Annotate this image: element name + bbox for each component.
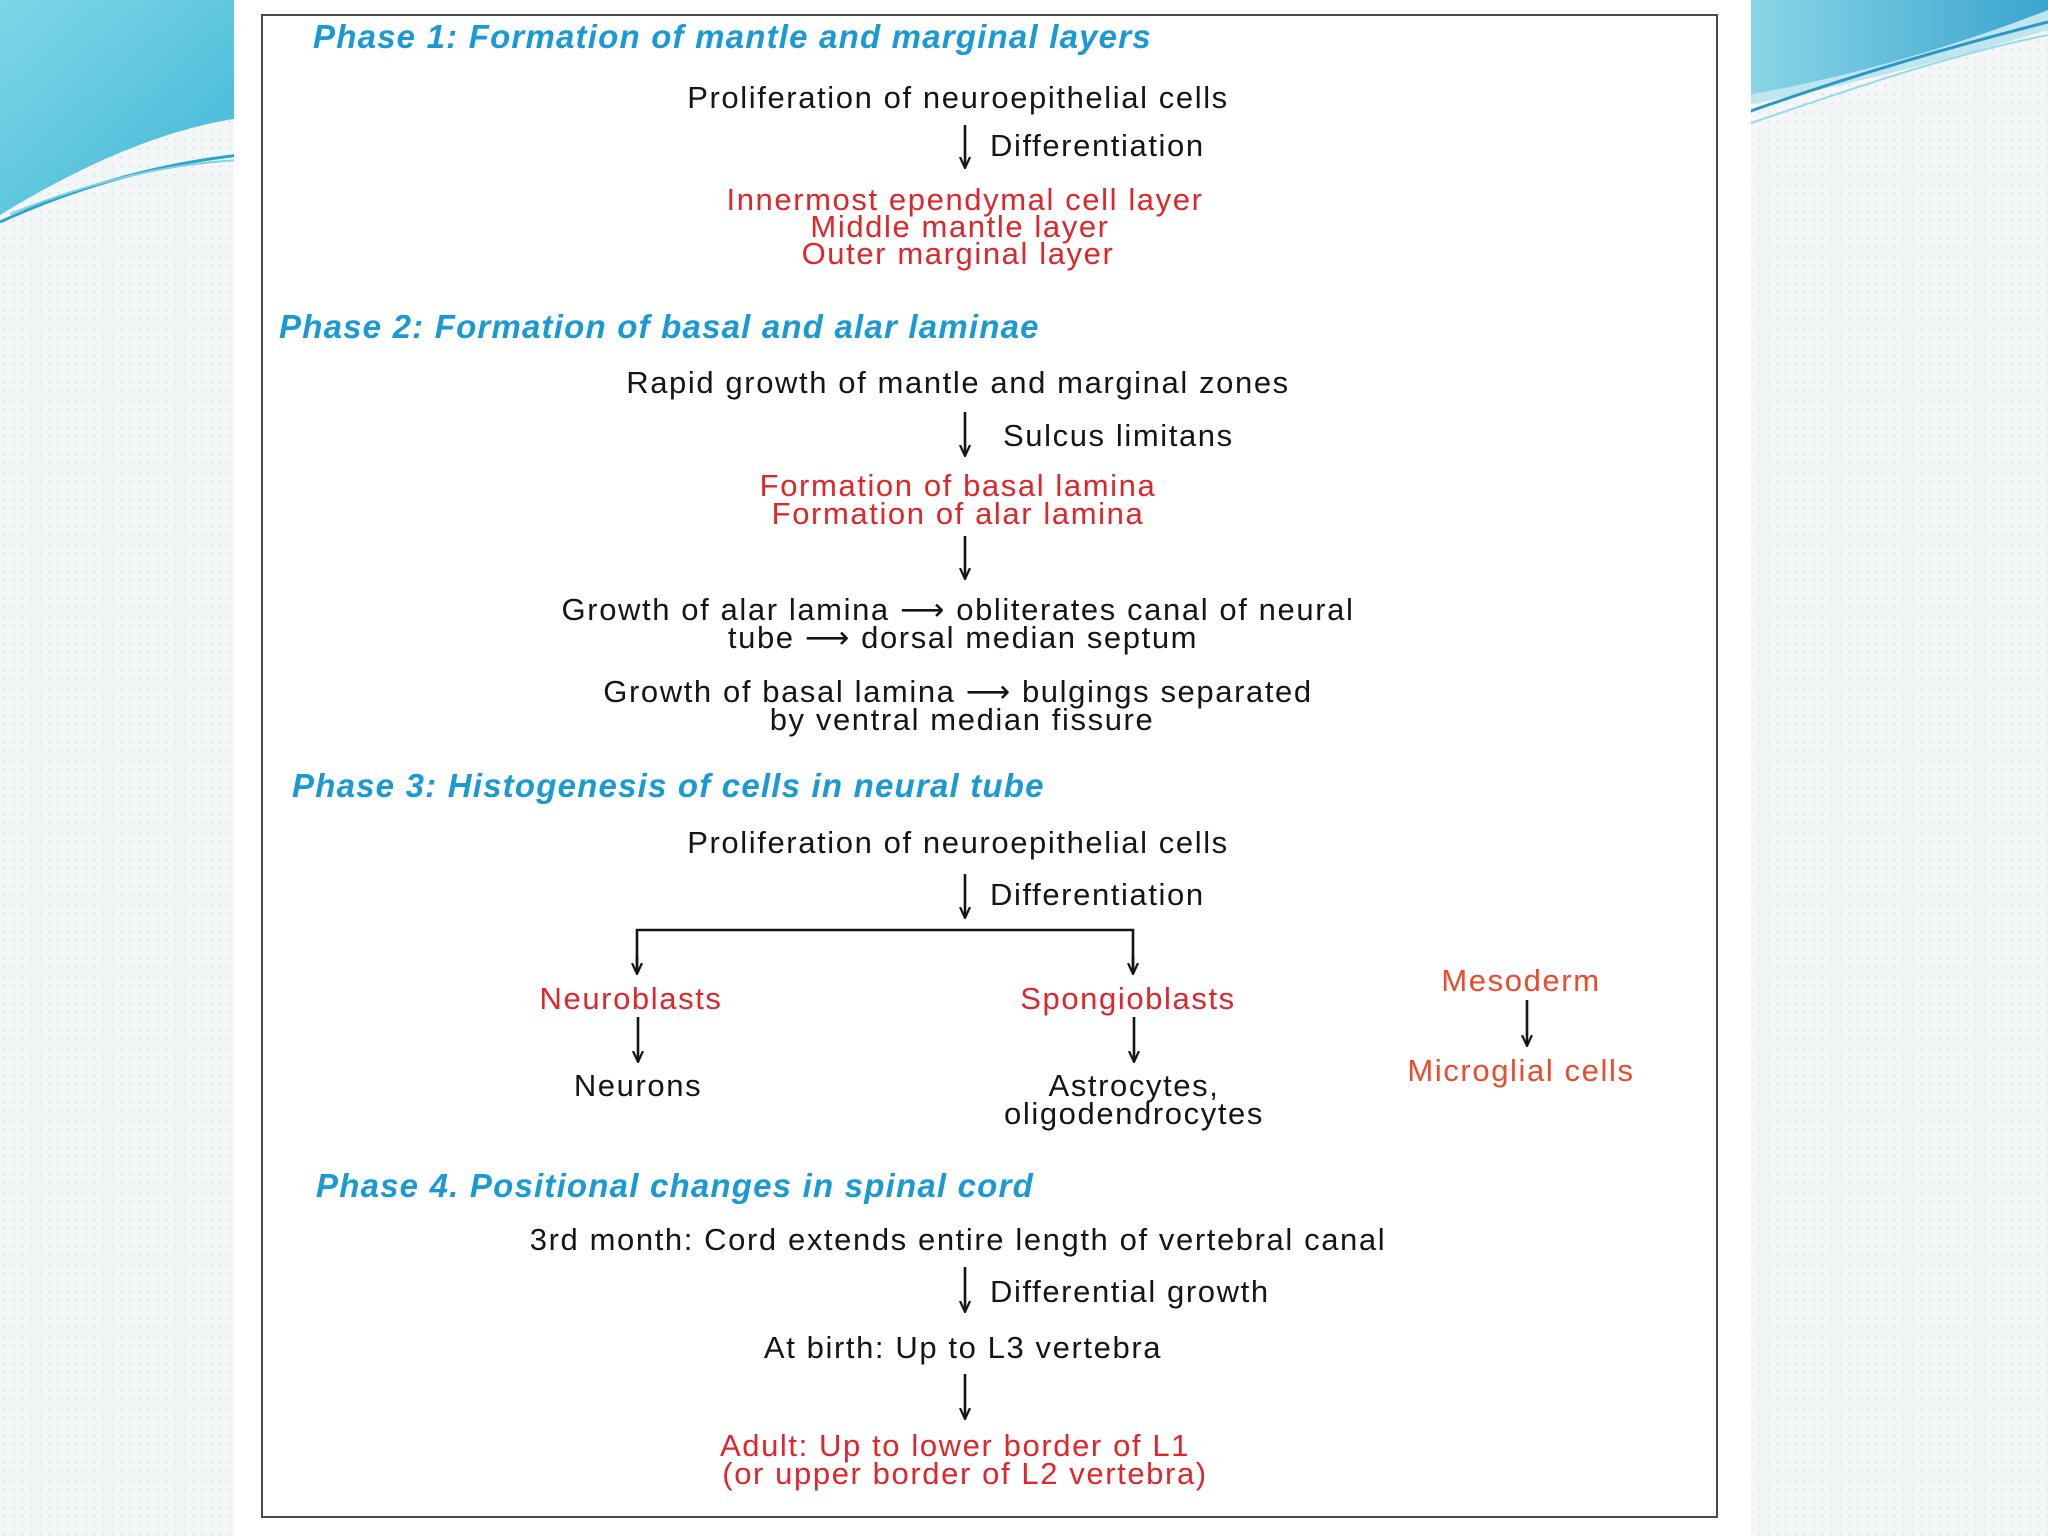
phase3-spongioblasts: Spongioblasts [1020, 981, 1236, 1016]
branch-connector-phase3 [635, 928, 1135, 972]
phase3-neurons: Neurons [573, 1068, 703, 1103]
phase3-neuroblasts: Neuroblasts [539, 981, 723, 1016]
decorative-swoosh-right [1748, 0, 2048, 125]
phase4-arrow-label: Differential growth [990, 1274, 1270, 1309]
phase3-start-text: Proliferation of neuroepithelial cells [687, 825, 1229, 860]
phase2-heading: Phase 2: Formation of basal and alar lam… [279, 308, 1040, 345]
slide-content-panel [234, 0, 1751, 1536]
phase2-alar-lamina: Formation of alar lamina [771, 496, 1145, 531]
phase3-oligodendrocytes: oligodendrocytes [1004, 1096, 1264, 1131]
phase1-heading: Phase 1: Formation of mantle and margina… [313, 18, 1152, 55]
phase1-arrow-label: Differentiation [990, 128, 1205, 163]
phase3-arrow-label: Differentiation [990, 877, 1205, 912]
phase2-basal-growth-line1: Growth of basal lamina ⟶ bulgings separa… [603, 674, 1313, 709]
phase2-alar-growth-line2: tube ⟶ dorsal median septum [727, 620, 1199, 655]
phase2-start-text: Rapid growth of mantle and marginal zone… [626, 365, 1290, 400]
phase2-alar-growth-line1: Growth of alar lamina ⟶ obliterates cana… [561, 592, 1355, 627]
phase1-start-text: Proliferation of neuroepithelial cells [687, 80, 1229, 115]
phase2-basal-lamina: Formation of basal lamina [759, 468, 1157, 503]
phase4-adult-line1: Adult: Up to lower border of L1 [719, 1428, 1191, 1463]
phase3-mesoderm: Mesoderm [1441, 963, 1601, 998]
phase3-microglial-cells: Microglial cells [1407, 1053, 1635, 1088]
diagram-frame [261, 14, 1718, 1518]
phase3-astrocytes: Astrocytes, [1048, 1068, 1220, 1103]
phase4-heading: Phase 4. Positional changes in spinal co… [316, 1167, 1034, 1204]
phase1-layer-marginal: Outer marginal layer [801, 236, 1115, 271]
phase4-adult-line2: (or upper border of L2 vertebra) [722, 1456, 1208, 1491]
phase4-start-text: 3rd month: Cord extends entire length of… [529, 1222, 1387, 1257]
phase3-heading: Phase 3: Histogenesis of cells in neural… [292, 767, 1045, 804]
decorative-swoosh-left [0, 0, 240, 224]
phase2-arrow-label: Sulcus limitans [1003, 418, 1234, 453]
phase1-layer-mantle: Middle mantle layer [810, 209, 1110, 244]
phase1-layer-ependymal: Innermost ependymal cell layer [726, 182, 1204, 217]
phase4-at-birth: At birth: Up to L3 vertebra [763, 1330, 1163, 1365]
phase2-basal-growth-line2: by ventral median fissure [769, 702, 1155, 737]
